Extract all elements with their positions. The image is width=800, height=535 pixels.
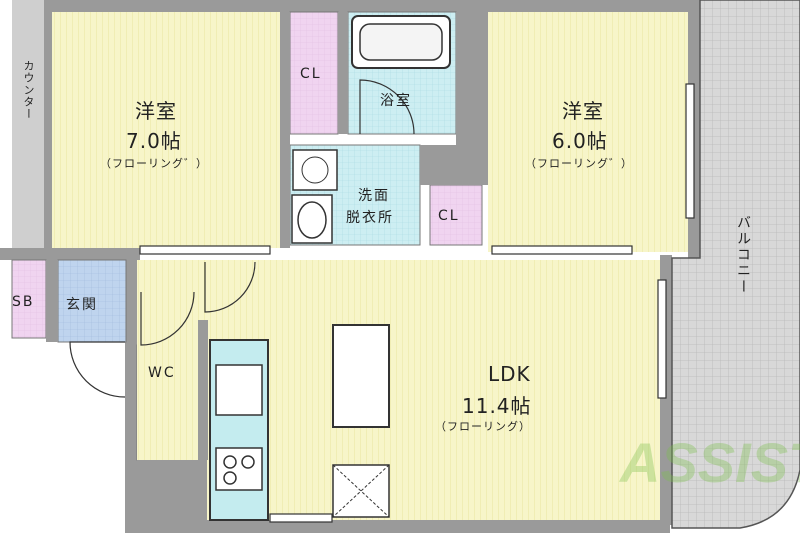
ldk-floor: （フローリング） bbox=[435, 420, 531, 433]
balcony bbox=[671, 0, 800, 529]
shoe-box bbox=[11, 259, 47, 339]
watermark-logo: ASSIST bbox=[618, 431, 800, 494]
western-room-2-name: 洋室 bbox=[562, 99, 604, 123]
windows bbox=[139, 83, 695, 523]
western-room-1 bbox=[52, 12, 280, 248]
entrance-label: 玄関 bbox=[66, 297, 98, 313]
bathroom-label: 浴室 bbox=[380, 93, 412, 109]
counter-label: カウンター bbox=[22, 60, 35, 120]
western-room-2-size: 6.0帖 bbox=[552, 129, 608, 153]
shoe-box-label: SB bbox=[12, 294, 35, 310]
closet-2-label: CL bbox=[438, 208, 460, 224]
storage-cross bbox=[332, 464, 390, 518]
doors bbox=[69, 79, 415, 398]
toilet-label: WC bbox=[148, 365, 176, 381]
entrance bbox=[57, 259, 127, 343]
washroom-label-1: 洗面 bbox=[358, 188, 390, 204]
western-room-1-floor: （フローリング゛） bbox=[100, 157, 208, 170]
western-room-1-name: 洋室 bbox=[135, 99, 177, 123]
kitchen-counter bbox=[209, 339, 269, 521]
western-room-2-floor: （フローリング゛） bbox=[525, 157, 633, 170]
closet-1-label: CL bbox=[300, 66, 322, 82]
balcony-label: バルコニー bbox=[735, 215, 751, 295]
western-room-1-size: 7.0帖 bbox=[126, 129, 182, 153]
sink-icon bbox=[291, 194, 333, 244]
interior-walls bbox=[46, 12, 488, 520]
washroom-label-2: 脱衣所 bbox=[346, 210, 394, 226]
closet-2 bbox=[429, 184, 483, 246]
bathtub-icon bbox=[351, 15, 451, 69]
western-room-2 bbox=[488, 12, 688, 252]
ldk-name: LDK bbox=[488, 362, 531, 386]
ldk-size: 11.4帖 bbox=[462, 394, 532, 418]
washing-machine-icon bbox=[292, 149, 338, 191]
island-counter bbox=[332, 324, 390, 428]
